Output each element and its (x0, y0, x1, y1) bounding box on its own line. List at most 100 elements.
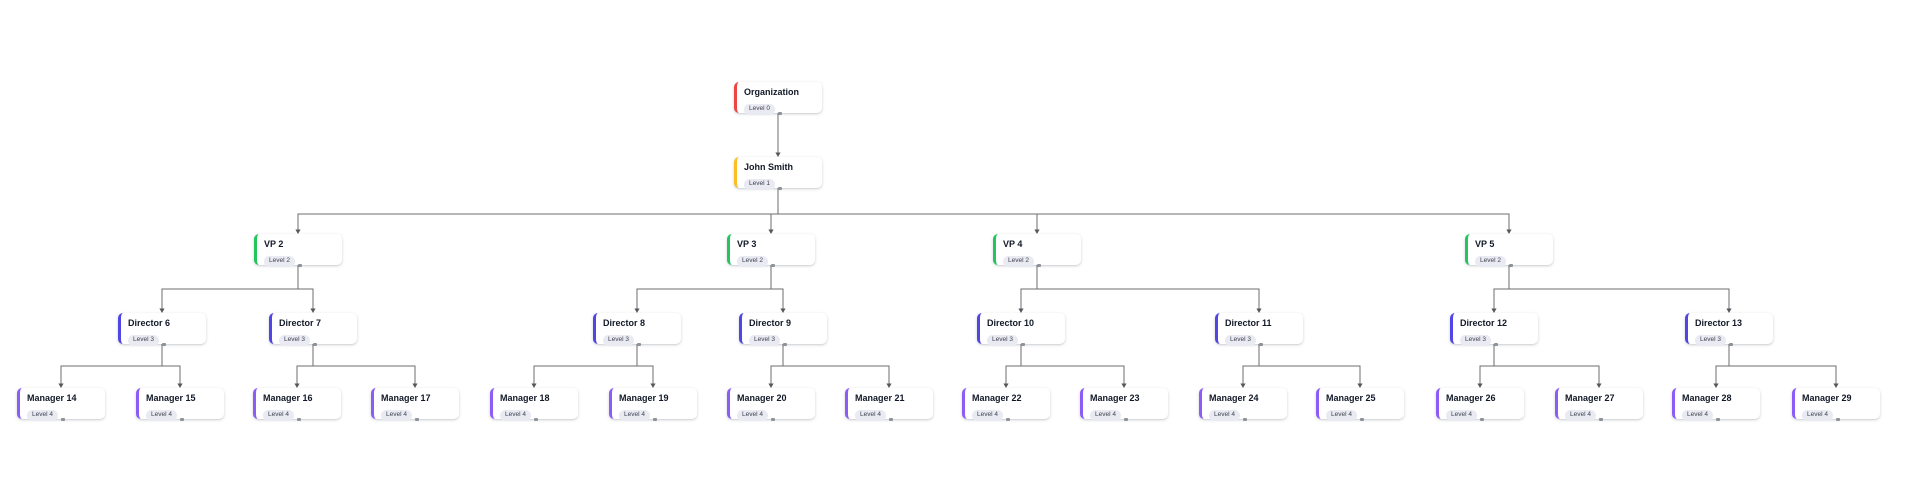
edge-anchor-dot (777, 187, 782, 190)
node-level-badge: Level 4 (27, 410, 58, 421)
node-level-badge: Level 3 (1695, 335, 1726, 346)
org-node-d7[interactable]: Director 7 Level 3 (269, 313, 357, 346)
edge-anchor-dot (770, 264, 775, 267)
arrowhead-icon (310, 308, 316, 313)
connector-edge (1508, 265, 1730, 309)
connector-edge (533, 344, 638, 384)
org-node-vp3[interactable]: VP 3 Level 2 (727, 234, 815, 267)
node-title: Manager 26 (1446, 393, 1496, 403)
edge-anchor-dot (1020, 343, 1025, 346)
edge-anchor-dot (312, 343, 317, 346)
node-level-badge: Level 4 (500, 410, 531, 421)
connector-edge (1493, 344, 1600, 384)
connector-edge (297, 265, 314, 309)
node-title: Manager 18 (500, 393, 550, 403)
connector-edge (60, 344, 163, 384)
edge-anchor-dot (1835, 418, 1840, 421)
arrowhead-icon (768, 383, 774, 388)
node-level-badge: Level 4 (619, 410, 650, 421)
node-level-badge: Level 4 (1209, 410, 1240, 421)
arrowhead-icon (295, 229, 301, 234)
edge-anchor-dot (533, 418, 538, 421)
node-level-badge: Level 3 (279, 335, 310, 346)
edge-anchor-dot (1715, 418, 1720, 421)
node-title: Director 7 (279, 318, 322, 328)
node-level-badge: Level 4 (381, 410, 412, 421)
edge-anchor-dot (1728, 343, 1733, 346)
arrowhead-icon (650, 383, 656, 388)
arrowhead-icon (294, 383, 300, 388)
node-level-badge: Level 4 (1565, 410, 1596, 421)
node-level-badge: Level 4 (146, 410, 177, 421)
edge-anchor-dot (1036, 264, 1041, 267)
node-title: Director 8 (603, 318, 646, 328)
arrowhead-icon (775, 152, 781, 157)
arrowhead-icon (58, 383, 64, 388)
connector-edge (636, 344, 654, 384)
node-level-badge: Level 2 (1475, 256, 1506, 267)
connector-edge (782, 344, 890, 384)
node-title: Manager 23 (1090, 393, 1140, 403)
connector-edge (1479, 344, 1495, 384)
connector-edge (161, 344, 181, 384)
edge-anchor-dot (652, 418, 657, 421)
node-title: Manager 22 (972, 393, 1022, 403)
arrowhead-icon (1833, 383, 1839, 388)
node-title: Manager 27 (1565, 393, 1615, 403)
org-node-m27[interactable]: Manager 27 Level 4 (1555, 388, 1643, 421)
arrowhead-icon (412, 383, 418, 388)
node-level-badge: Level 3 (603, 335, 634, 346)
edge-anchor-dot (1508, 264, 1513, 267)
org-node-m14[interactable]: Manager 14 Level 4 (17, 388, 105, 421)
node-title: VP 3 (737, 239, 757, 249)
edge-anchor-dot (297, 264, 302, 267)
node-level-badge: Level 3 (1225, 335, 1256, 346)
arrowhead-icon (1018, 308, 1024, 313)
connector-edge (770, 265, 784, 309)
edge-anchor-dot (1242, 418, 1247, 421)
node-title: Director 10 (987, 318, 1035, 328)
arrowhead-icon (1506, 229, 1512, 234)
org-node-d8[interactable]: Director 8 Level 3 (593, 313, 681, 346)
edge-anchor-dot (414, 418, 419, 421)
node-title: VP 4 (1003, 239, 1023, 249)
edge-anchor-dot (296, 418, 301, 421)
node-title: Manager 14 (27, 393, 77, 403)
node-level-badge: Level 2 (737, 256, 768, 267)
arrowhead-icon (1240, 383, 1246, 388)
node-title: Manager 28 (1682, 393, 1732, 403)
edge-anchor-dot (782, 343, 787, 346)
edge-anchor-dot (636, 343, 641, 346)
edge-anchor-dot (179, 418, 184, 421)
org-node-m18[interactable]: Manager 18 Level 4 (490, 388, 578, 421)
node-title: John Smith (744, 162, 793, 172)
connector-edge (777, 188, 1038, 230)
arrowhead-icon (780, 308, 786, 313)
edge-anchor-dot (777, 112, 782, 115)
arrowhead-icon (1477, 383, 1483, 388)
